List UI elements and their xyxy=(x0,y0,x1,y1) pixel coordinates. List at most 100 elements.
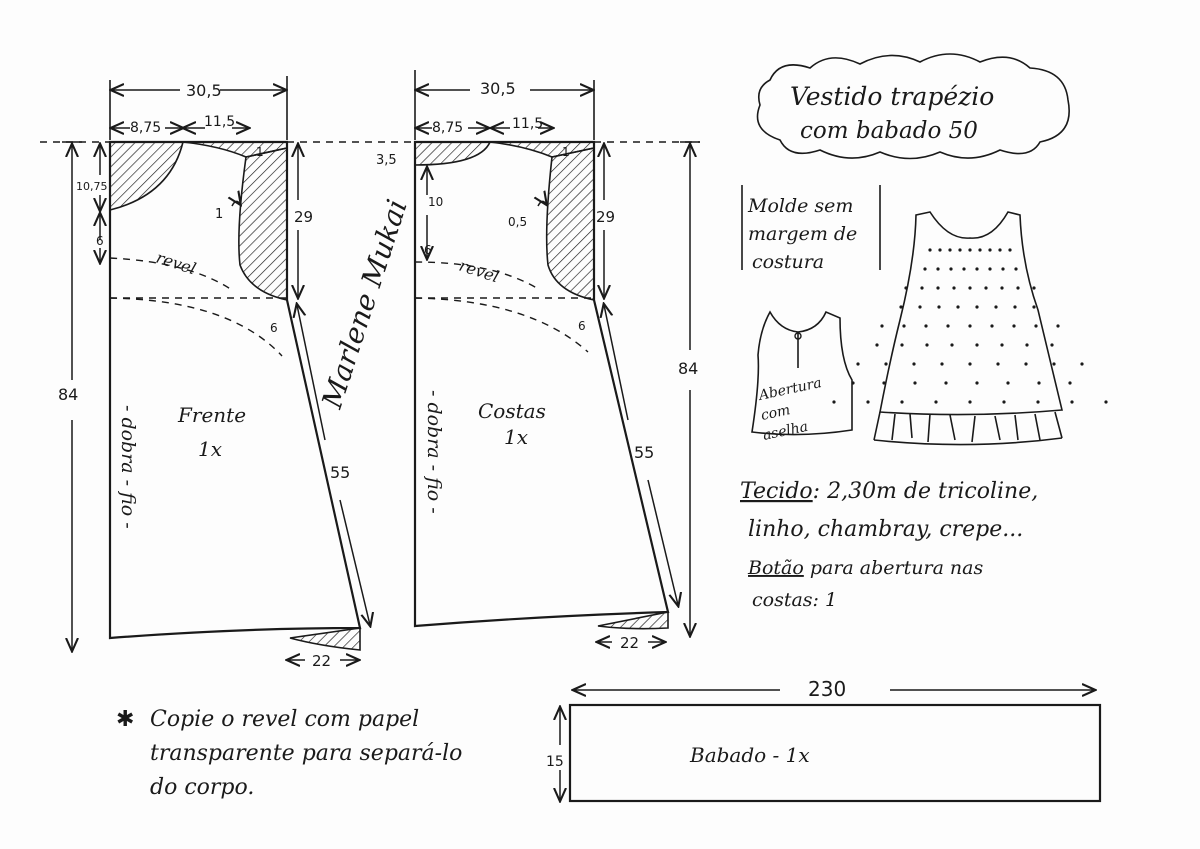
polka-dot xyxy=(968,362,972,366)
polka-dot xyxy=(900,343,904,347)
back-piece xyxy=(413,70,700,642)
polka-dot xyxy=(962,267,966,271)
back-revel: revel xyxy=(457,256,502,287)
back-shoulder-drop: 1 xyxy=(562,145,570,159)
back-length: 84 xyxy=(678,359,698,378)
front-length: 84 xyxy=(58,385,78,404)
back-shoulder-w: 11,5 xyxy=(512,116,543,132)
back-opening-line1: Abertura xyxy=(756,375,824,404)
back-hem: 22 xyxy=(620,634,639,652)
polka-dot xyxy=(956,305,960,309)
polka-dot xyxy=(899,305,903,309)
back-facing-depth: 6 xyxy=(424,243,432,257)
back-side-drop: 6 xyxy=(578,319,586,333)
polka-dot xyxy=(928,248,932,252)
front-armhole-facing xyxy=(238,147,288,301)
polka-dot xyxy=(944,381,948,385)
polka-dot xyxy=(924,324,928,328)
ruffle-height: 15 xyxy=(546,754,564,770)
front-piece xyxy=(40,76,420,660)
polka-dot xyxy=(1104,400,1108,404)
polka-dot xyxy=(950,343,954,347)
front-armhole-ease: 1 xyxy=(215,207,223,222)
polka-dot xyxy=(875,343,879,347)
polka-dot xyxy=(1002,400,1006,404)
polka-dot xyxy=(1050,343,1054,347)
polka-dot xyxy=(975,381,979,385)
polka-dot xyxy=(990,324,994,328)
fabric-line2: linho, chambray, crepe... xyxy=(748,517,1023,542)
front-armhole: 29 xyxy=(294,208,313,226)
front-qty: 1x xyxy=(198,437,222,461)
front-revel: revel xyxy=(154,248,199,279)
title-line2: com babado 50 xyxy=(800,118,978,144)
front-revel-curve xyxy=(109,297,283,357)
polka-dot xyxy=(1034,324,1038,328)
polka-dot xyxy=(1052,362,1056,366)
polka-dot xyxy=(940,362,944,366)
front-hem: 22 xyxy=(312,652,331,670)
polka-dot xyxy=(856,362,860,366)
polka-dot xyxy=(998,248,1002,252)
ruffle-width: 230 xyxy=(808,677,846,701)
back-armhole-ease: 0,5 xyxy=(508,215,527,229)
polka-dot xyxy=(923,267,927,271)
polka-dot xyxy=(920,286,924,290)
polka-dot xyxy=(913,381,917,385)
polka-dot xyxy=(918,305,922,309)
ruffle-rect xyxy=(568,703,1102,803)
polka-dot xyxy=(1001,267,1005,271)
polka-dot xyxy=(866,400,870,404)
polka-dot xyxy=(968,324,972,328)
polka-dot xyxy=(988,267,992,271)
front-hem-facing xyxy=(289,627,361,651)
back-fold: - dobra - fio - xyxy=(423,390,445,514)
polka-dot xyxy=(978,248,982,252)
polka-dot xyxy=(884,362,888,366)
polka-dot xyxy=(1013,305,1017,309)
polka-dot xyxy=(994,305,998,309)
back-neck-depth: 10 xyxy=(428,195,443,209)
front-width: 30,5 xyxy=(186,81,222,100)
polka-dot xyxy=(851,381,855,385)
front-shoulder-drop: 1 xyxy=(256,145,264,159)
polka-dot xyxy=(934,400,938,404)
polka-dot xyxy=(1032,286,1036,290)
front-fold: - dobra - fio - xyxy=(117,405,139,529)
polka-dot xyxy=(880,324,884,328)
signature: Marlene Mukai xyxy=(315,195,414,413)
polka-dot xyxy=(952,286,956,290)
title-cloud xyxy=(756,53,1070,160)
polka-dot xyxy=(975,305,979,309)
polka-dot xyxy=(968,400,972,404)
polka-dot xyxy=(975,267,979,271)
polka-dot xyxy=(958,248,962,252)
copy-note-line1: Copie o revel com papel xyxy=(150,707,419,732)
front-neck-depth: 10,75 xyxy=(76,180,108,193)
copy-note-star: ✱ xyxy=(116,707,134,732)
front-revel-line xyxy=(109,257,233,291)
fabric-label: Tecido xyxy=(740,479,813,504)
ruffle-label: Babado - 1x xyxy=(689,743,810,767)
polka-dot xyxy=(949,267,953,271)
front-view-sketch xyxy=(832,211,1108,446)
polka-dot xyxy=(900,400,904,404)
polka-dot xyxy=(1032,305,1036,309)
polka-dot xyxy=(925,343,929,347)
front-neck-w: 8,75 xyxy=(130,120,161,136)
back-neck-facing xyxy=(414,141,492,166)
polka-dot xyxy=(1025,343,1029,347)
polka-dot xyxy=(968,286,972,290)
front-label: Frente xyxy=(177,403,246,427)
back-view-sketch xyxy=(751,310,853,436)
polka-dot xyxy=(938,248,942,252)
copy-note-line2: transparente para separá-lo xyxy=(150,741,462,766)
polka-dot xyxy=(1008,248,1012,252)
note-margin-line1: Molde sem xyxy=(747,195,853,217)
front-side: 55 xyxy=(330,463,350,482)
front-shoulder-w: 11,5 xyxy=(204,114,235,130)
back-qty: 1x xyxy=(504,425,528,449)
polka-dot xyxy=(948,248,952,252)
